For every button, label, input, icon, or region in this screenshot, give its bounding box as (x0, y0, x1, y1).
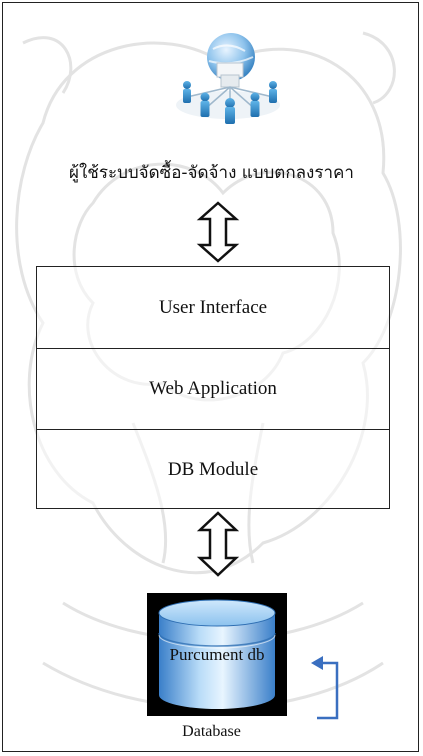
double-arrow-icon (196, 511, 240, 577)
layer-db-module: DB Module (37, 429, 389, 510)
double-arrow-icon (196, 201, 240, 263)
database-cylinder-icon (158, 599, 276, 709)
database-box (147, 593, 287, 716)
users-caption: ผู้ใช้ระบบจัดซื้อ-จัดจ้าง แบบตกลงราคา (69, 163, 354, 183)
database-label: Purcument db (169, 645, 265, 664)
database-caption: Database (182, 723, 241, 740)
architecture-stack: User Interface Web Application DB Module (36, 266, 390, 509)
layer-web-application: Web Application (37, 348, 389, 429)
users-network-icon (176, 33, 280, 124)
diagram-frame: ผู้ใช้ระบบจัดซื้อ-จัดจ้าง แบบตกลงราคา Us… (2, 2, 419, 752)
layer-user-interface: User Interface (158, 296, 268, 318)
loop-arrow-icon (311, 656, 339, 720)
